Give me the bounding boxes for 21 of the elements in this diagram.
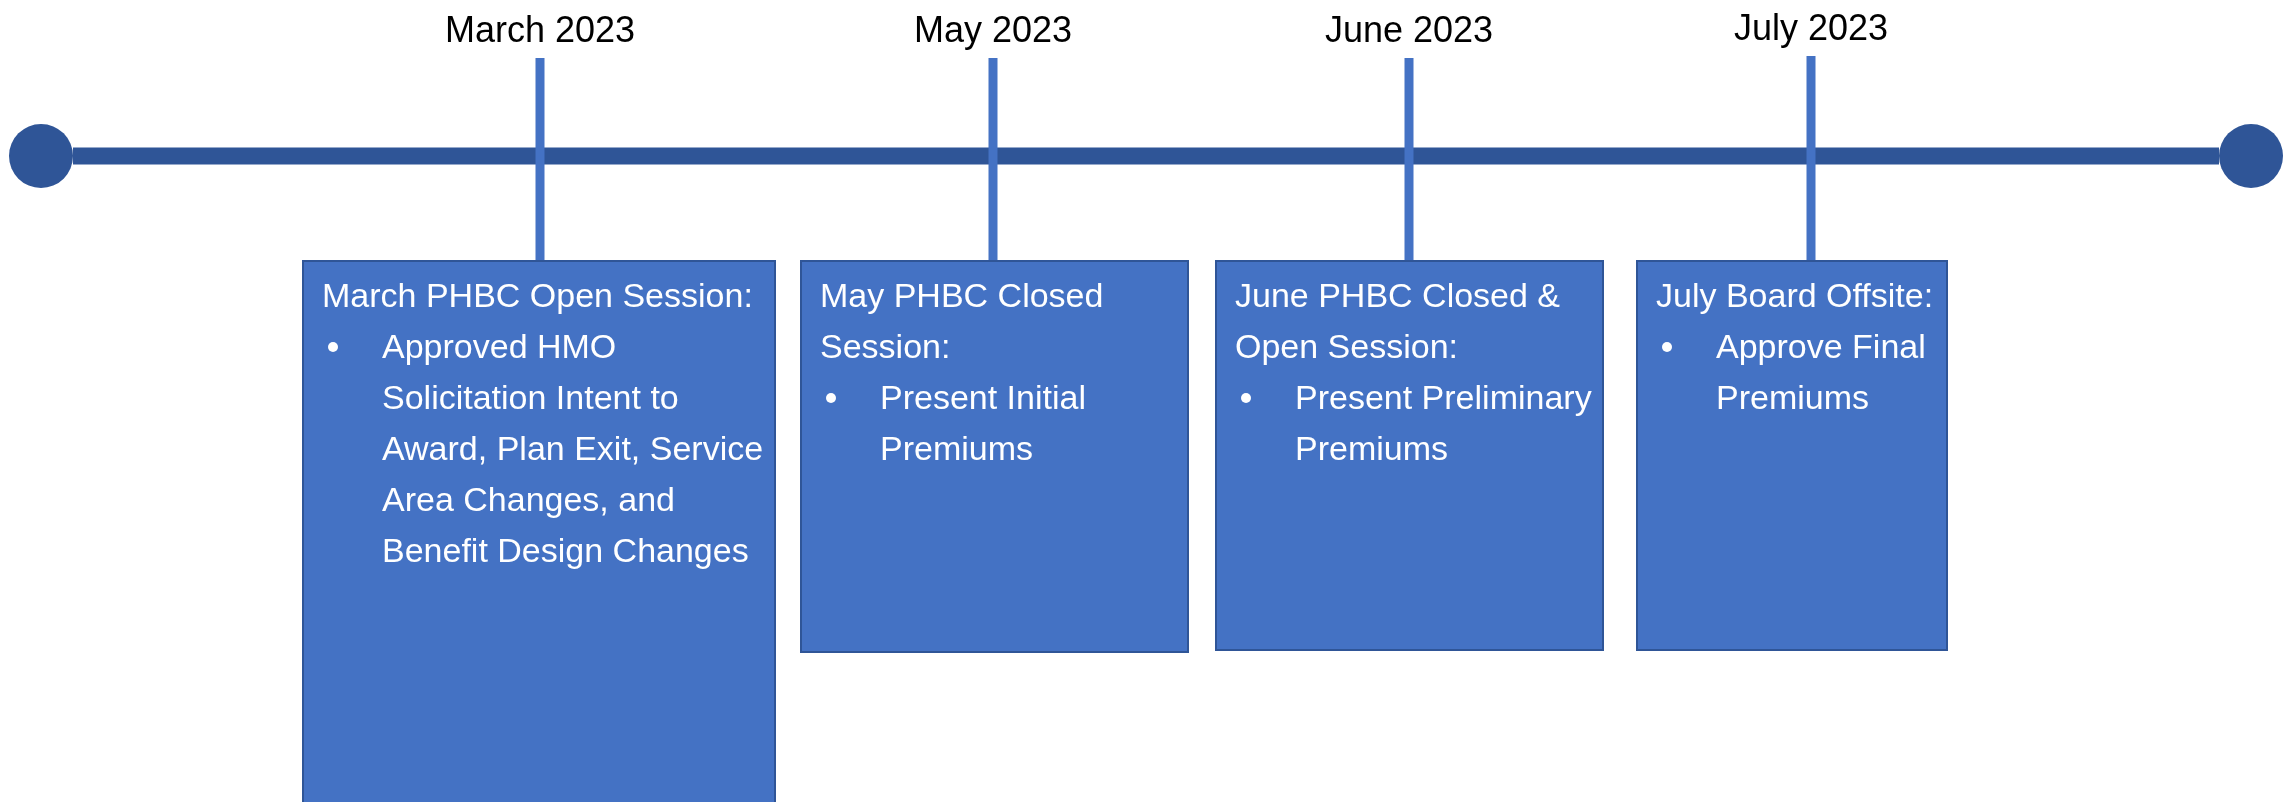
date-label: May 2023 [843,6,1143,54]
milestone-item: Approved HMO Solicitation Intent to Award, Plan Exit, Service Area Changes, and Benefit Design Changes [382,326,765,571]
tick-line [1404,58,1414,260]
timeline-line [73,147,2219,165]
date-label: June 2023 [1259,6,1559,54]
milestone-box [1215,260,1604,651]
tick-line [988,58,998,260]
milestone-item: Present Preliminary Premiums [1295,377,1593,469]
milestone-box [1636,260,1948,651]
milestone-box [800,260,1189,653]
milestone-heading: May PHBC Closed Session: [820,275,1105,367]
milestone-heading: July Board Offsite: [1656,275,1935,316]
milestone-item: Approve Final Premiums [1716,326,1927,418]
milestone-item: Present Initial Premiums [880,377,1087,469]
tick-line [535,58,545,260]
milestone-heading: June PHBC Closed & Open Session: [1235,275,1562,367]
tick-line [1806,56,1816,260]
milestone-box [302,260,776,802]
milestone-heading: March PHBC Open Session: [322,275,754,316]
date-label: July 2023 [1661,4,1961,52]
date-label: March 2023 [390,6,690,54]
